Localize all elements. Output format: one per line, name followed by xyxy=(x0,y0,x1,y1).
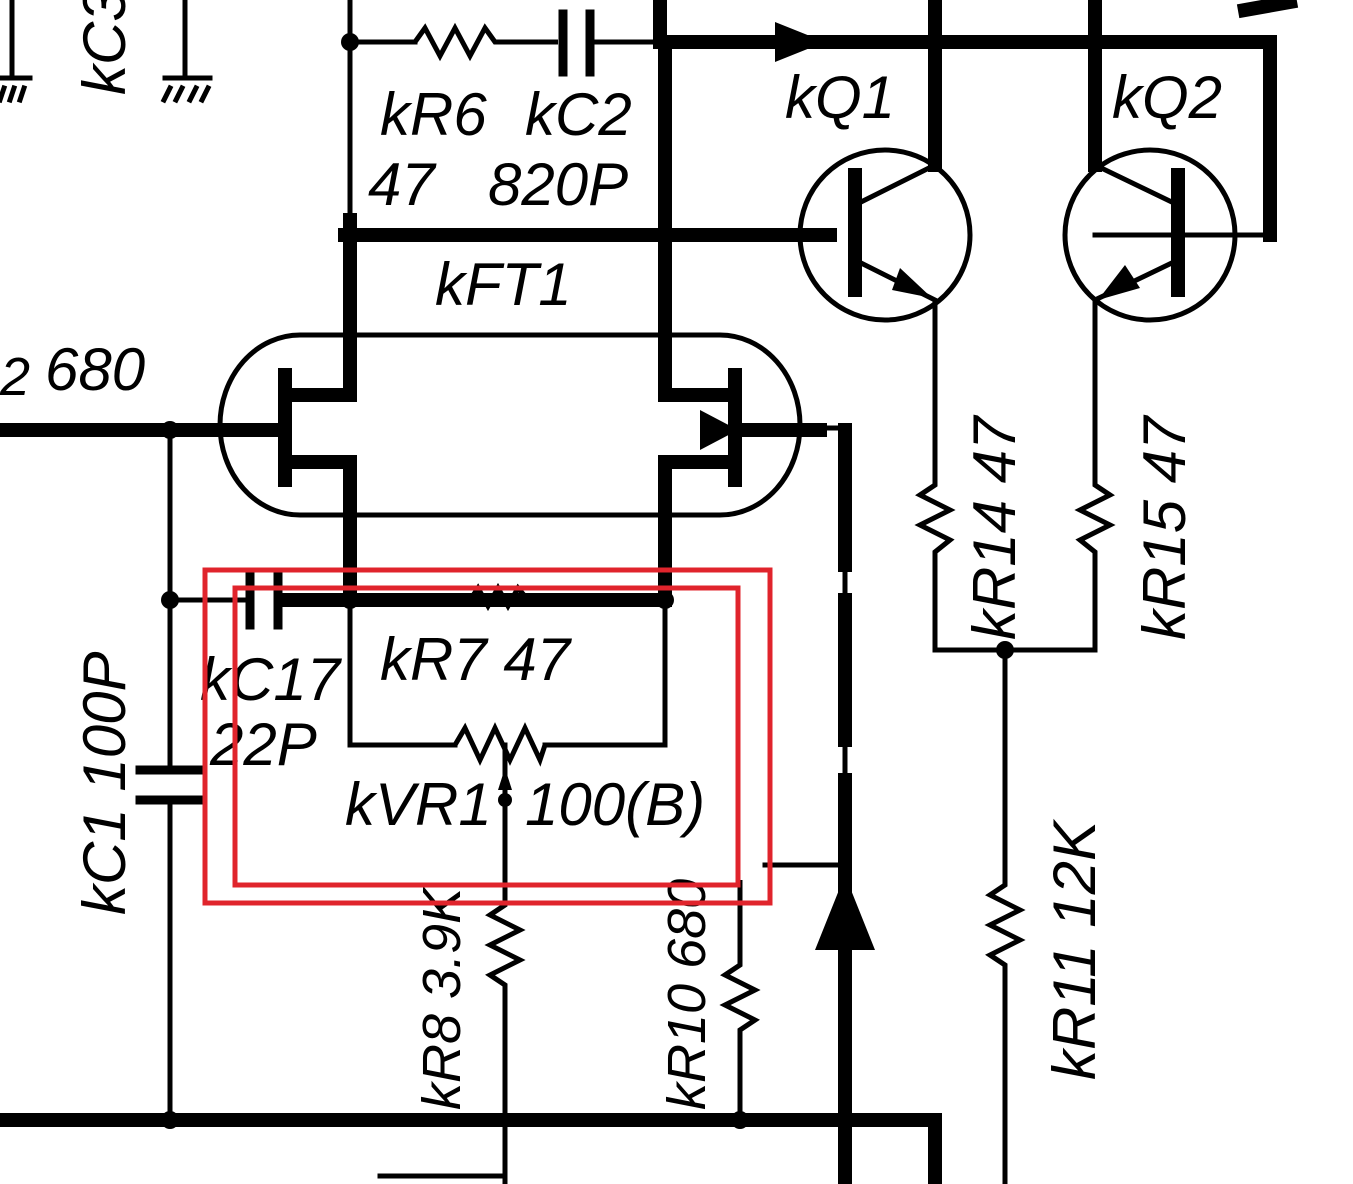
label-kc2-value: 820P xyxy=(488,151,628,218)
dual-fet-kft1 xyxy=(0,332,848,518)
label-kc3: kC3 xyxy=(71,0,138,95)
label-kvr1: kVR1 xyxy=(345,771,492,838)
label-kr10: kR10 680 xyxy=(657,879,717,1110)
label-kr15: kR15 47 xyxy=(1131,414,1198,640)
label-kc17: kC17 xyxy=(200,646,343,713)
highlight-box-inner xyxy=(232,585,741,888)
label-kr6: kR6 xyxy=(380,81,487,148)
label-kr8: kR8 3.9K xyxy=(412,886,472,1110)
label-kft1: kFT1 xyxy=(435,251,572,318)
label-kr6-value: 47 xyxy=(368,151,437,218)
label-kc1: kC1 100P xyxy=(71,652,138,916)
kr6-kc2-branch xyxy=(341,0,663,223)
bottom-bus xyxy=(0,1111,942,1184)
highlight-box-outer xyxy=(202,567,773,906)
label-kr2-subscript: 2 xyxy=(0,347,30,407)
label-kc2: kC2 xyxy=(525,81,632,148)
transistor-kq2 xyxy=(1062,147,1238,463)
emitter-resistors xyxy=(914,460,1116,1184)
kft1-bus xyxy=(283,35,1273,607)
label-kq1: kQ1 xyxy=(785,64,895,131)
ground-symbols-top-left xyxy=(0,0,213,104)
transistor-kq1 xyxy=(797,147,973,463)
label-kr11: kR11 12K xyxy=(1041,818,1108,1080)
source-network xyxy=(341,582,761,1184)
label-kr14: kR14 47 xyxy=(961,414,1028,640)
label-kr2-value: 680 xyxy=(45,336,145,403)
top-bus xyxy=(653,0,1299,242)
label-kq2: kQ2 xyxy=(1112,64,1222,131)
label-kvr1-value: 100(B) xyxy=(525,771,705,838)
label-kc17-value: 22P xyxy=(209,711,317,778)
label-kr7: kR7 47 xyxy=(380,626,573,693)
feedback-line xyxy=(762,423,875,1184)
